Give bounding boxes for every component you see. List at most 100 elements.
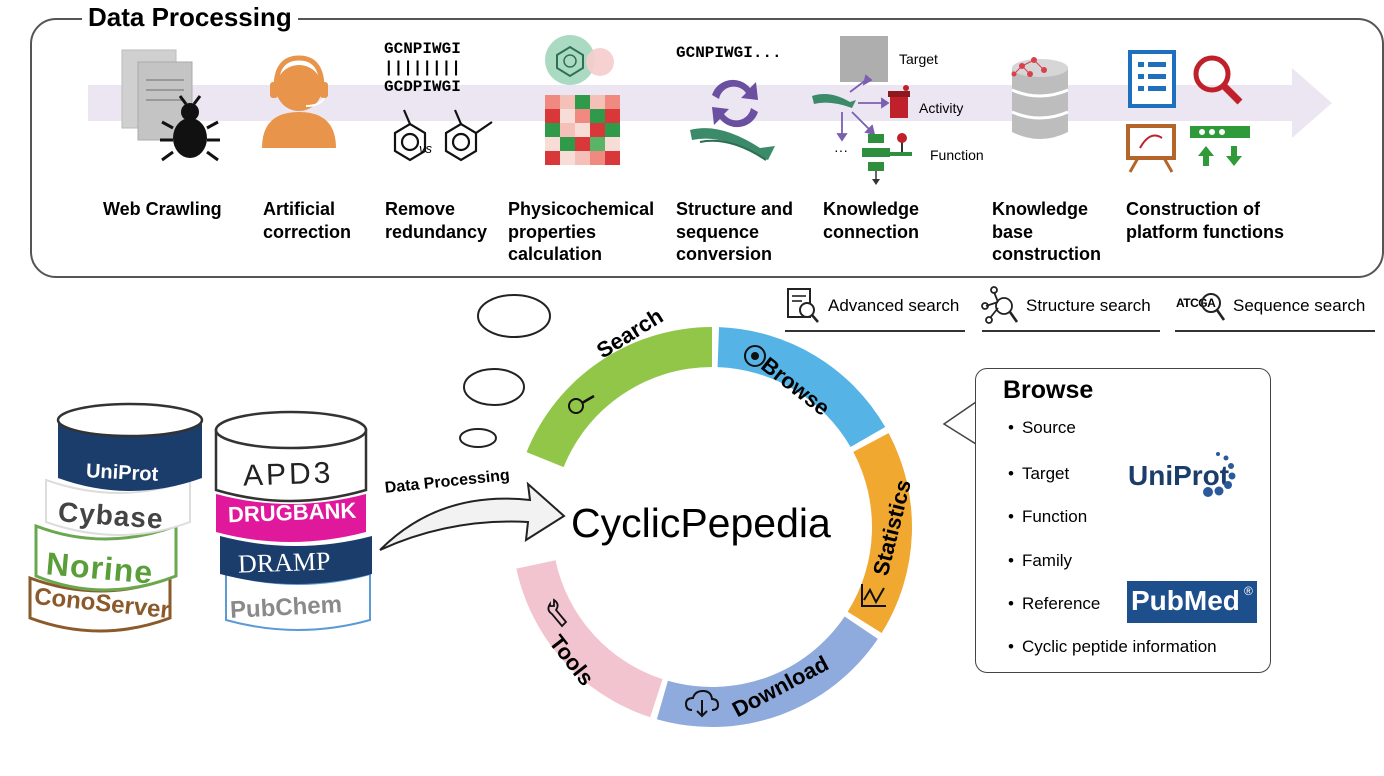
heatmap-cell [605,95,620,109]
dramp-db-label: DRAMP [237,546,331,579]
target-label: Target [899,51,938,67]
ellipsis-label: ··· [834,142,848,158]
heatmap-cell [545,95,560,109]
heatmap-icon [545,95,620,165]
browse-item-reference[interactable]: Reference [1008,594,1100,614]
structure-search-option[interactable]: Structure search [1026,296,1151,315]
advanced-search-option[interactable]: Advanced search [828,296,960,315]
sequence-search-option[interactable]: Sequence search [1233,296,1366,315]
database-icon [1011,57,1069,139]
heatmap-cell [545,123,560,137]
heatmap-cell [590,109,605,123]
data-processing-panel [30,18,1384,278]
ring-segment-browse [717,327,886,447]
heatmap-cell [605,137,620,151]
uniprot-dots-icon [1203,452,1236,497]
sequence-search-underline [1175,330,1375,332]
ring-segment-statistics [847,433,912,633]
sequence-2: GCDPIWGI [384,78,461,96]
pubmed-logo-box [1127,581,1257,623]
heatmap-cell [575,109,590,123]
center-title: CyclicPepedia [571,500,831,546]
platform-icons [1126,50,1250,173]
database-stacks [28,402,372,633]
pubchem-db-label: PubChem [229,591,343,624]
pubmed-registered-mark: ® [1244,584,1253,598]
heatmap-cell [560,123,575,137]
browse-item-source[interactable]: Source [1008,418,1076,438]
heatmap-cell [560,151,575,165]
sequence-search-icon: ATCGA [1176,296,1216,310]
thought-bubble-large [477,294,551,338]
cycle-arrows-icon [712,79,758,128]
sequence-alignment: |||||||| [384,59,461,77]
thought-bubble-medium [463,368,525,406]
chart-icon [861,584,886,607]
heatmap-cell [590,151,605,165]
heatmap-cell [545,137,560,151]
heatmap-cell [560,95,575,109]
right-database-stack [214,410,372,631]
benzene-compare-icon [393,109,493,162]
uniprot-logo: UniProt [1128,460,1230,491]
heatmap-cell [605,123,620,137]
browse-callout-pointer [942,400,978,446]
heatmap-cell [575,151,590,165]
thought-bubble-small [459,428,497,448]
function-label: Function [930,147,984,163]
heatmap-cell [575,95,590,109]
conversion-sequence: GCNPIWGI... [676,44,782,62]
heatmap-cell [560,137,575,151]
documents-bug-icon [121,49,220,162]
magnifier-icon [568,394,595,414]
browse-title: Browse [1003,376,1094,404]
heatmap-cell [575,123,590,137]
eye-icon [744,345,766,367]
cloud-download-icon [684,689,720,718]
heatmap-cell [560,109,575,123]
apd3-db-label: APD3 [242,456,334,493]
molecule-search-icon [981,286,1019,324]
browse-item-cyclic-info[interactable]: Cyclic peptide information [1008,637,1217,657]
vs-label: vs [419,141,432,156]
activity-label: Activity [919,100,964,116]
heatmap-cell [590,95,605,109]
data-processing-arrow [379,481,566,551]
browse-item-target[interactable]: Target [1008,464,1069,484]
heatmap-cell [545,151,560,165]
browse-item-family[interactable]: Family [1008,551,1072,571]
structure-search-underline [982,330,1160,332]
panel-title: Data Processing [82,2,298,32]
pubmed-logo: PubMed [1131,585,1240,616]
operator-icon [262,55,336,148]
molecule-icon [545,35,614,85]
step-web-crawling: Web Crawling [103,199,222,219]
wrench-icon [547,598,568,628]
browse-item-function[interactable]: Function [1008,507,1087,527]
heatmap-cell [575,137,590,151]
ring-segment-search [526,327,712,468]
knowledge-graph-icon [812,36,912,185]
sequence-magnifier-icon [1201,293,1226,321]
heatmap-cell [590,123,605,137]
uniprot-db-label: UniProt [85,460,159,486]
document-search-icon [787,288,819,323]
ring-segment-tools [516,560,663,718]
panel-graphics [88,35,1332,185]
heatmap-cell [590,137,605,151]
heatmap-cell [605,109,620,123]
heatmap-cell [605,151,620,165]
left-database-stack [28,402,204,633]
drugbank-db-label: DRUGBANK [227,497,357,528]
heatmap-cell [545,109,560,123]
sequence-1: GCNPIWGI [384,40,461,58]
beta-sheet-icon [690,128,775,161]
advanced-search-underline [785,330,965,332]
